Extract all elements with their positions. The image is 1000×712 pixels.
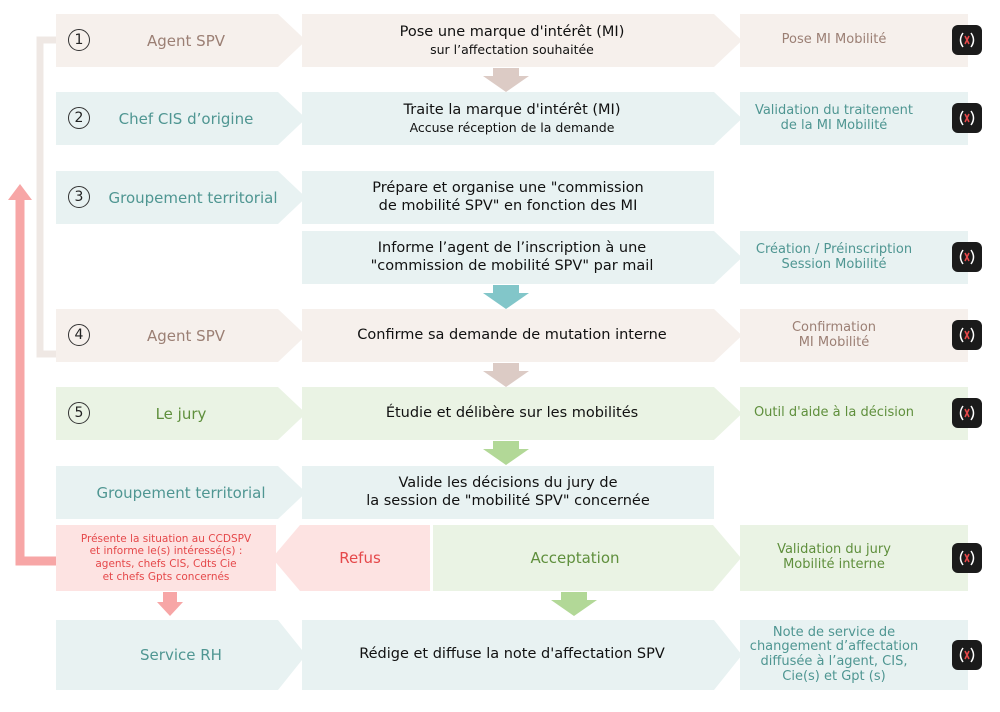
row6-role-label: Groupement territorial [96, 483, 266, 502]
row5-tool-box: Outil d'aide à la décision [740, 387, 968, 440]
row8-action-box: Rédige et diffuse la note d'affectation … [302, 620, 742, 690]
row3b-action-line2: "commission de mobilité SPV" par mail [370, 257, 654, 274]
down-arrow [483, 363, 529, 387]
row2-action-main: Traite la marque d'intérêt (MI) [403, 102, 621, 119]
row3b-tool-box: Création / Préinscription Session Mobili… [740, 231, 968, 284]
row3-role-box: 3 Groupement territorial [56, 171, 306, 224]
row1-action-sub: sur l’affectation souhaitée [430, 41, 594, 57]
row5-role-label: Le jury [155, 404, 207, 423]
row4-tool-line2: MI Mobilité [798, 334, 870, 350]
row8-tool-line2: changement d’affectation [749, 639, 919, 655]
row3b-action-box: Informe l’agent de l’inscription à une "… [302, 231, 742, 284]
refusal-note-line4: et chefs Gpts concernés [102, 570, 230, 583]
row4-action-label: Confirme sa demande de mutation interne [357, 326, 667, 343]
row1-tool-label: Pose MI Mobilité [781, 32, 887, 48]
row8-tool-line3: diffusée à l’agent, CIS, [760, 654, 908, 669]
step-number-2: 2 [68, 107, 90, 129]
row2-role-label: Chef CIS d’origine [118, 109, 254, 128]
step-number-5: 5 [68, 402, 90, 424]
row1-tool-box: Pose MI Mobilité [740, 14, 968, 67]
row1-role-box: 1 Agent SPV [56, 14, 306, 67]
refusal-box: Refus [272, 525, 430, 591]
row7-tool-line2: Mobilité interne [783, 557, 885, 572]
step-number-3: 3 [68, 186, 90, 208]
row5-tool-label: Outil d'aide à la décision [753, 405, 915, 421]
row3-role-label: Groupement territorial [108, 188, 278, 207]
row3b-tool-line2: Session Mobilité [781, 256, 887, 272]
row2-action-box: Traite la marque d'intérêt (MI) Accuse r… [302, 92, 742, 145]
refusal-note-line2: et informe le(s) intéressé(s) : [89, 545, 243, 558]
row6-action-line1: Valide les décisions du jury de [398, 475, 618, 492]
row4-role-label: Agent SPV [147, 326, 225, 345]
row3-action-line1: Prépare et organise une "commission [372, 180, 644, 197]
down-arrow [483, 441, 529, 465]
down-arrow [483, 285, 529, 309]
refusal-return-line [15, 196, 56, 566]
row2-action-sub: Accuse réception de la demande [409, 119, 615, 135]
row7-tool-box: Validation du jury Mobilité interne [740, 525, 968, 591]
loop-bracket-line [36, 36, 56, 358]
row7-tool-line1: Validation du jury [777, 542, 891, 558]
app-logo-icon[interactable] [952, 543, 982, 573]
row3b-action-line1: Informe l’agent de l’inscription à une [377, 240, 647, 257]
refusal-note-line3: agents, chefs CIS, Cdts Cie [95, 558, 237, 570]
row2-tool-line2: de la MI Mobilité [780, 117, 888, 133]
row3-action-line2: de mobilité SPV" en fonction des MI [378, 197, 638, 214]
row5-role-box: 5 Le jury [56, 387, 306, 440]
refusal-note-line1: Présente la situation au CCDSPV [80, 532, 252, 545]
app-logo-icon[interactable] [952, 242, 982, 272]
row4-tool-box: Confirmation MI Mobilité [740, 309, 968, 362]
down-arrow [157, 592, 183, 616]
row8-tool-line1: Note de service de [772, 624, 896, 640]
row8-tool-line4: Cie(s) et Gpt (s) [782, 668, 886, 684]
row1-action-box: Pose une marque d'intérêt (MI) sur l’aff… [302, 14, 742, 67]
row4-action-box: Confirme sa demande de mutation interne [302, 309, 742, 362]
row6-action-box: Valide les décisions du jury de la sessi… [302, 466, 714, 519]
row8-role-label: Service RH [140, 646, 222, 664]
row2-tool-line1: Validation du traitement [754, 102, 914, 118]
app-logo-icon[interactable] [952, 398, 982, 428]
refusal-label: Refus [339, 549, 381, 567]
row3b-tool-line1: Création / Préinscription [755, 241, 913, 257]
down-arrow [551, 592, 597, 616]
refusal-note-box: Présente la situation au CCDSPV et infor… [56, 525, 276, 591]
row4-tool-line1: Confirmation [791, 319, 877, 335]
row1-role-label: Agent SPV [147, 31, 225, 50]
app-logo-icon[interactable] [952, 320, 982, 350]
row2-role-box: 2 Chef CIS d’origine [56, 92, 306, 145]
refusal-return-arrowhead [8, 184, 32, 200]
app-logo-icon[interactable] [952, 103, 982, 133]
app-logo-icon[interactable] [952, 25, 982, 55]
row6-action-line2: la session de "mobilité SPV" concernée [366, 492, 650, 509]
step-number-4: 4 [68, 324, 90, 346]
row3-action-box: Prépare et organise une "commission de m… [302, 171, 714, 224]
row4-role-box: 4 Agent SPV [56, 309, 306, 362]
row5-action-box: Étudie et délibère sur les mobilités [302, 387, 742, 440]
row6-role-box: Groupement territorial [56, 466, 306, 519]
app-logo-icon[interactable] [952, 640, 982, 670]
acceptation-label: Acceptation [530, 549, 620, 567]
row8-role-box: Service RH [56, 620, 306, 690]
row5-action-label: Étudie et délibère sur les mobilités [385, 404, 639, 421]
row8-tool-box: Note de service de changement d’affectat… [740, 620, 968, 690]
step-number-1: 1 [68, 29, 90, 51]
down-arrow [483, 68, 529, 92]
acceptation-box: Acceptation [433, 525, 741, 591]
row1-action-main: Pose une marque d'intérêt (MI) [399, 24, 625, 41]
row8-action-label: Rédige et diffuse la note d'affectation … [359, 646, 665, 663]
row2-tool-box: Validation du traitement de la MI Mobili… [740, 92, 968, 145]
